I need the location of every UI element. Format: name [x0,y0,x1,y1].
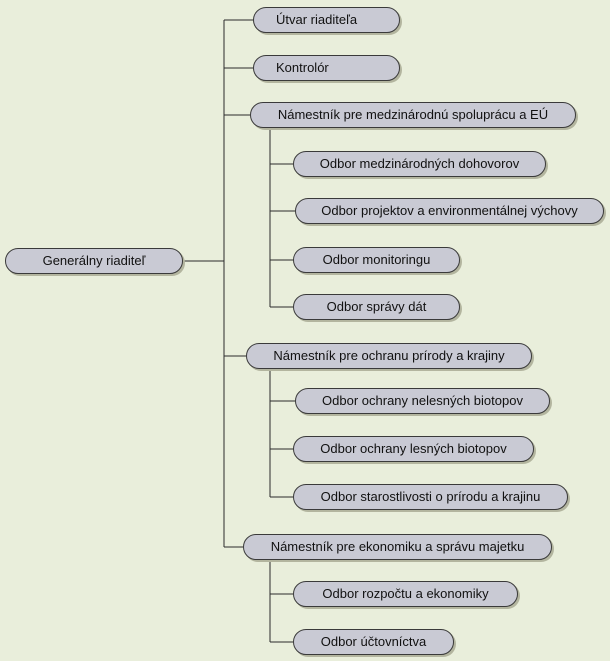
node-dept-budget-economy: Odbor rozpočtu a ekonomiky [293,581,518,607]
node-dept-international-conventions: Odbor medzinárodných dohovorov [293,151,546,177]
node-dept-non-forest-biotopes: Odbor ochrany nelesných biotopov [295,388,550,414]
node-dept-data-management: Odbor správy dát [293,294,460,320]
node-dept-accounting: Odbor účtovníctva [293,629,454,655]
node-dept-monitoring: Odbor monitoringu [293,247,460,273]
node-deputy-nature-protection: Námestník pre ochranu prírody a krajiny [246,343,532,369]
node-dept-projects-education: Odbor projektov a environmentálnej výcho… [295,198,604,224]
node-generalny-riaditel: Generálny riaditeľ [5,248,183,274]
node-dept-forest-biotopes: Odbor ochrany lesných biotopov [293,436,534,462]
node-utvar-riaditela: Útvar riaditeľa [253,7,400,33]
node-deputy-economy: Námestník pre ekonomiku a správu majetku [243,534,552,560]
node-dept-nature-care: Odbor starostlivosti o prírodu a krajinu [293,484,568,510]
node-deputy-international: Námestník pre medzinárodnú spoluprácu a … [250,102,576,128]
node-kontrolor: Kontrolór [253,55,400,81]
